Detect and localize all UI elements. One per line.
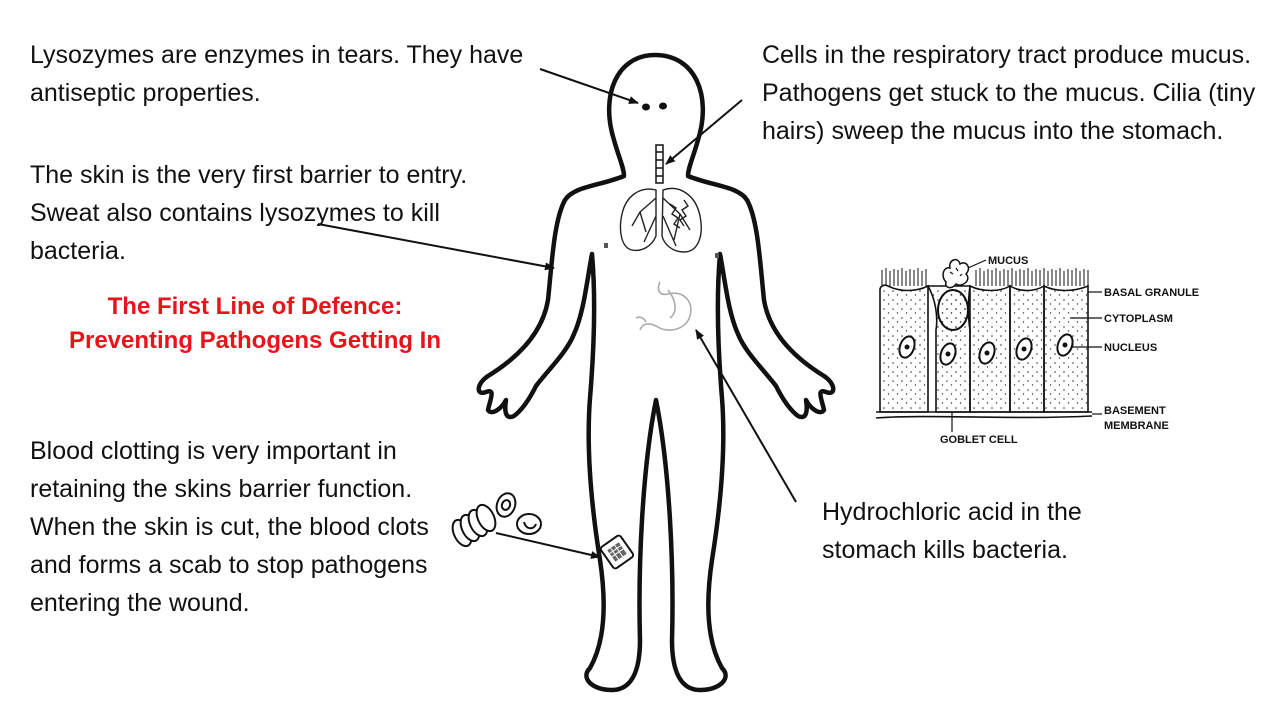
blood-clotting-annotation: Blood clotting is very important in reta…: [30, 437, 429, 617]
cilia: [881, 268, 1089, 286]
trachea: [655, 144, 664, 184]
diagram-pointers: [951, 259, 1102, 432]
arrow-skin: [317, 223, 555, 271]
goblet-cell: [937, 289, 969, 331]
title-line-1: The First Line of Defence:: [107, 293, 403, 320]
tears-annotation: Lysozymes are enzymes in tears. They hav…: [30, 41, 524, 107]
mucus-blob: [942, 258, 970, 289]
label-basement: BASEMENT: [1104, 405, 1166, 417]
title-line-2: Preventing Pathogens Getting In: [68, 327, 442, 354]
arrow-stomach: [695, 329, 797, 503]
skin-annotation: The skin is the very first barrier to en…: [30, 161, 468, 265]
blood-cells-icon: [451, 492, 542, 548]
label-mucus: MUCUS: [988, 255, 1028, 267]
label-nucleus: NUCLEUS: [1104, 342, 1157, 354]
arrow-tears: [539, 68, 639, 104]
stomach-annotation: Hydrochloric acid in the stomach kills b…: [822, 498, 1082, 564]
label-goblet-cell: GOBLET CELL: [940, 434, 1018, 446]
plaster-icon: [599, 534, 635, 570]
page-title: The First Line of Defence: Preventing Pa…: [20, 290, 490, 358]
stomach: [635, 281, 692, 331]
basement-membrane: [875, 411, 1093, 419]
right-eye: [659, 102, 667, 110]
arrow-blood: [495, 532, 601, 559]
lungs: [619, 187, 702, 253]
body-outline: [476, 52, 836, 693]
arrows: [317, 68, 797, 559]
label-membrane: MEMBRANE: [1104, 420, 1169, 432]
arrow-respiratory: [665, 99, 743, 165]
label-basal-granule: BASAL GRANULE: [1104, 287, 1199, 299]
left-eye: [642, 103, 650, 111]
epithelium-diagram: MUCUS BASAL GRANULE CYTOPLASM NUCLEUS BA…: [875, 255, 1199, 446]
respiratory-annotation: Cells in the respiratory tract produce m…: [762, 41, 1256, 145]
label-cytoplasm: CYTOPLASM: [1104, 313, 1173, 325]
